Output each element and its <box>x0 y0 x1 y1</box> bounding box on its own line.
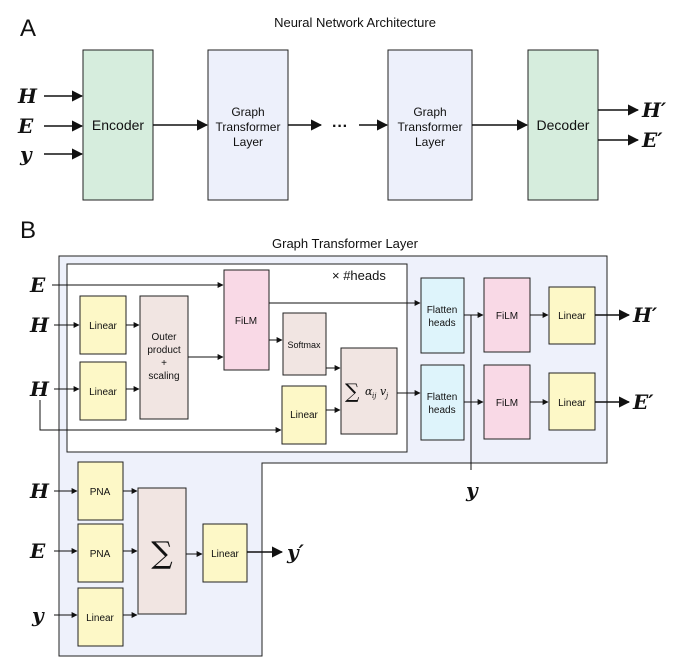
softmax-box <box>282 312 327 376</box>
linear-q-label: Linear <box>89 321 117 332</box>
b-input-y-mid: y <box>465 478 479 502</box>
panel-b-letter: B <box>20 217 36 244</box>
linear-y-box <box>77 587 124 647</box>
panel-b-title: Graph Transformer Layer <box>272 236 419 251</box>
film-attn-label: FiLM <box>235 316 257 327</box>
linear-h-out-box <box>548 286 596 345</box>
outer-product-box <box>139 295 189 420</box>
b-input-h1: H <box>29 313 50 337</box>
gt2-line3: Layer <box>415 135 445 149</box>
film-e-box <box>483 364 531 440</box>
linear-y-label: Linear <box>86 613 114 624</box>
output-h-prime: H′ <box>641 98 667 122</box>
ellipsis: ··· <box>332 118 348 135</box>
film-e-label: FiLM <box>496 398 518 409</box>
b-input-h3: H <box>29 479 50 503</box>
v-subscript: j <box>384 392 389 400</box>
input-h: H <box>17 84 38 108</box>
flatten-h-line1: Flatten <box>427 305 458 316</box>
global-sum-symbol: ∑ <box>151 536 173 571</box>
flatten-e-line2: heads <box>428 405 455 416</box>
b-output-h-prime: H′ <box>632 303 658 327</box>
b-input-h2: H <box>29 377 50 401</box>
gt1-line2: Transformer <box>216 120 281 134</box>
pna-h-label: PNA <box>90 487 111 498</box>
global-sum-box <box>137 487 187 615</box>
gt1-line1: Graph <box>231 105 264 119</box>
b-input-e: E <box>29 273 46 297</box>
linear-h-out-label: Linear <box>558 311 586 322</box>
linear-k-label: Linear <box>89 387 117 398</box>
gt2-line2: Transformer <box>398 120 463 134</box>
outer-line2: product <box>147 345 181 356</box>
outer-line3: + <box>161 358 167 369</box>
b-input-y-bottom: y <box>31 603 45 627</box>
panel-a-title: Neural Network Architecture <box>274 15 436 30</box>
sum-symbol: ∑ <box>345 379 360 403</box>
outer-line4: scaling <box>148 371 179 382</box>
pna-e-box <box>77 523 124 583</box>
b-input-e2: E <box>29 539 46 563</box>
softmax-label: Softmax <box>287 340 321 350</box>
linear-v-box <box>281 385 327 445</box>
decoder-box <box>527 49 599 201</box>
b-output-y-prime: y′ <box>286 540 305 564</box>
film-attn-box <box>223 269 270 371</box>
encoder-box <box>82 49 154 201</box>
linear-v-label: Linear <box>290 410 318 421</box>
pna-e-label: PNA <box>90 549 111 560</box>
arrow-h-linear-v <box>39 400 282 433</box>
gt1-line3: Layer <box>233 135 263 149</box>
v-symbol: v <box>380 385 387 398</box>
linear-e-out-box <box>548 372 596 431</box>
linear-global-box <box>202 523 248 583</box>
outer-line1: Outer <box>151 332 177 343</box>
film-h-label: FiLM <box>496 311 518 322</box>
weighted-sum-box <box>340 347 398 435</box>
flatten-e-box <box>420 364 465 441</box>
gt-layer-1-box <box>207 49 289 201</box>
output-e-prime: E′ <box>641 128 663 152</box>
linear-q-box <box>79 295 127 355</box>
pna-h-box <box>77 461 124 521</box>
input-e: E <box>17 114 34 138</box>
input-y: y <box>19 142 33 166</box>
gt2-line1: Graph <box>413 105 446 119</box>
heads-label: × #heads <box>332 268 386 283</box>
linear-k-box <box>79 361 127 421</box>
flatten-h-box <box>420 277 465 354</box>
panel-a-letter: A <box>20 15 36 42</box>
encoder-label: Encoder <box>92 117 144 133</box>
alpha-subscript: ij <box>372 392 377 400</box>
linear-e-out-label: Linear <box>558 398 586 409</box>
b-output-e-prime: E′ <box>632 390 654 414</box>
flatten-h-line2: heads <box>428 318 455 329</box>
gt-layer-2-box <box>387 49 473 201</box>
decoder-label: Decoder <box>537 117 590 133</box>
flatten-e-line1: Flatten <box>427 392 458 403</box>
y-line-up <box>470 314 483 470</box>
alpha-symbol: α <box>365 385 373 398</box>
linear-global-label: Linear <box>211 549 239 560</box>
